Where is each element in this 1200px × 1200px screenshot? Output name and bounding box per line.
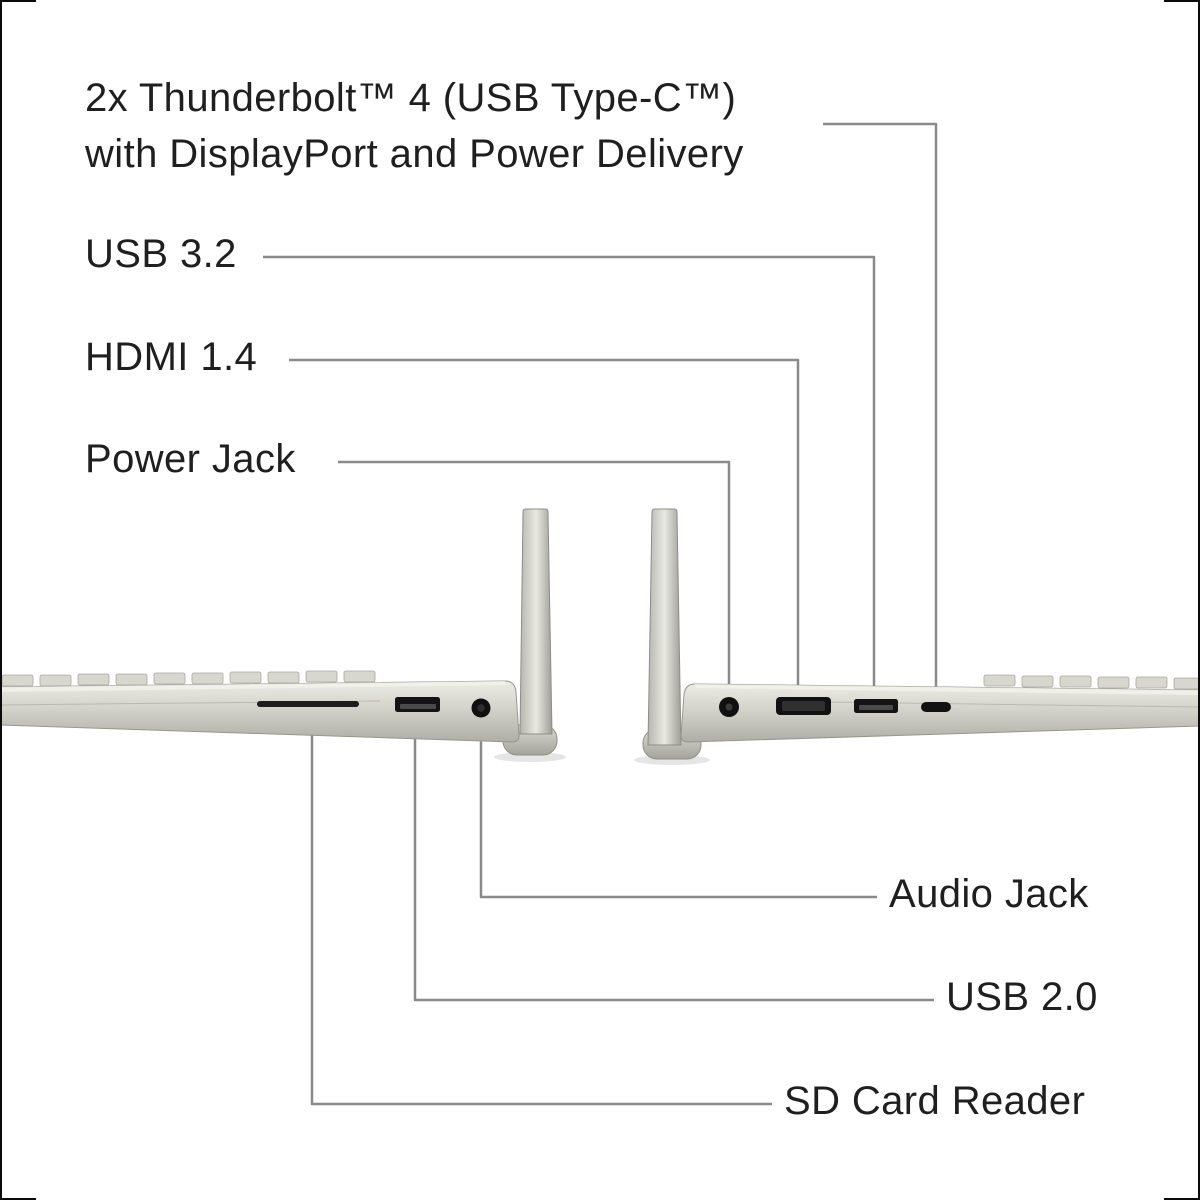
laptop-left-deck-edge	[0, 681, 505, 692]
callout-line-hdmi	[289, 358, 800, 700]
callout-line-audio-jack	[479, 725, 877, 899]
label-thunderbolt-line2: with DisplayPort and Power Delivery	[85, 132, 744, 176]
laptop-left-illustration	[0, 508, 566, 762]
label-power-jack: Power Jack	[85, 437, 296, 481]
callout-lines	[263, 122, 938, 1106]
label-hdmi: HDMI 1.4	[85, 335, 258, 379]
usb-2-port	[395, 697, 440, 712]
hdmi-port	[776, 697, 831, 715]
callout-line-sd-card	[310, 725, 772, 1106]
laptop-left-screen	[519, 508, 553, 735]
callout-line-power-jack	[338, 460, 731, 700]
label-thunderbolt-line1: 2x Thunderbolt™ 4 (USB Type-C™)	[85, 76, 737, 120]
callout-line-usb20	[413, 725, 934, 1002]
label-thunderbolt: 2x Thunderbolt™ 4 (USB Type-C™) with Dis…	[85, 70, 744, 182]
callout-line-usb32	[263, 255, 876, 700]
label-usb32: USB 3.2	[85, 232, 237, 276]
audio-jack-port	[471, 698, 491, 718]
callout-line-thunderbolt	[823, 122, 938, 700]
laptop-right-deck-edge	[695, 684, 1200, 695]
label-audio-jack: Audio Jack	[889, 872, 1089, 916]
laptop-right-illustration	[634, 508, 1200, 765]
usb-3-port	[854, 699, 898, 713]
label-sd-card: SD Card Reader	[784, 1079, 1086, 1123]
power-jack-port	[719, 697, 739, 717]
laptop-right-screen	[647, 508, 682, 746]
usb-c-port	[921, 702, 951, 712]
laptop-right-keys	[983, 674, 1200, 690]
sd-card-slot	[257, 701, 359, 707]
laptop-left-base	[0, 680, 520, 743]
laptop-left-keys	[1, 670, 376, 687]
label-usb20: USB 2.0	[946, 975, 1098, 1019]
